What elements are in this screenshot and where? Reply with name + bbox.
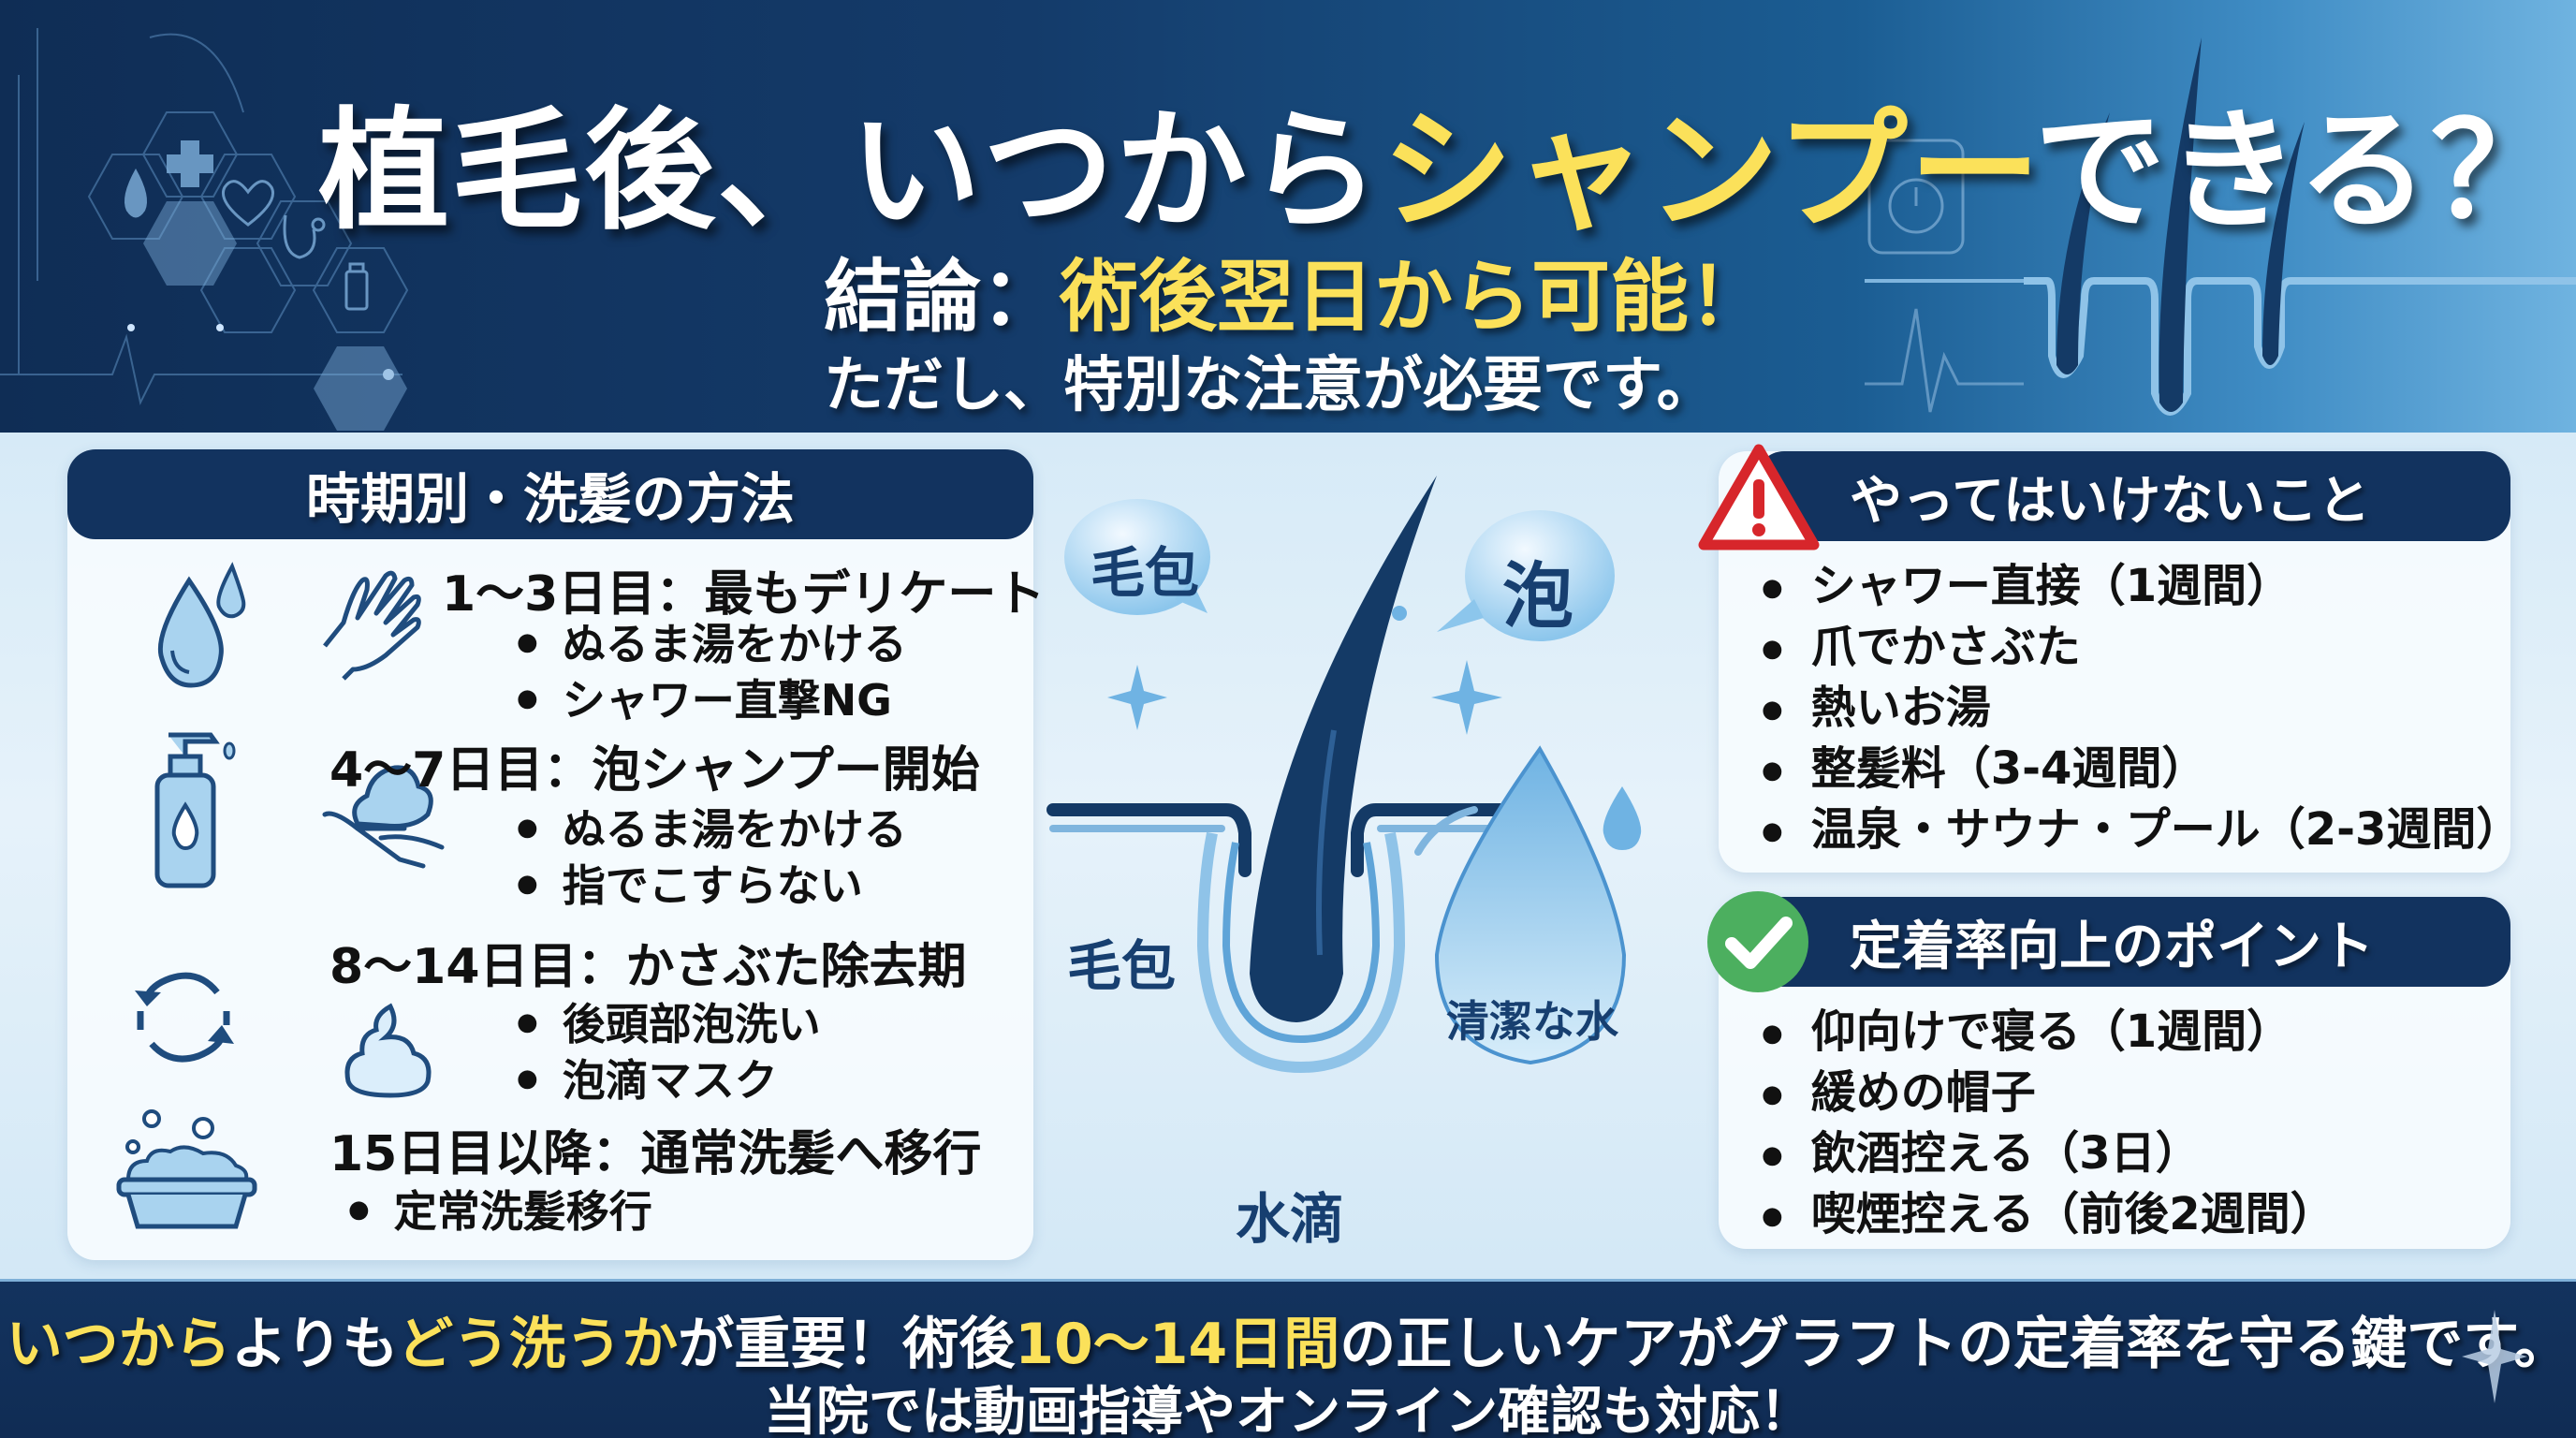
follicle-label: 毛包 [1067,934,1177,998]
list-item: シャワー直接（1週間） [1762,556,2521,617]
sparkle-icon [2462,1310,2527,1403]
foam-in-hand-icon [322,765,445,869]
footer-text: の正しいケアがグラフトの定着率を守る鍵です。 [1339,1312,2570,1377]
water-drop-label: 水滴 [1236,1187,1345,1251]
title-text-end: できる？ [2034,95,2564,248]
bubble-label-follicle: 毛包 [1090,541,1200,605]
stage-3-title: 8〜14日目：かさぶた除去期 [329,939,967,995]
footer-clinic-note: 当院では動画指導やオンライン確認も対応！ [764,1382,1812,1438]
cycle-arrows-icon [135,972,234,1063]
stage-2-bullet: 指でこすらない [517,852,863,914]
stopwatch-icon [1867,139,1965,255]
heart-pulse-icon [222,180,274,227]
hair-follicle-illustration [1046,476,1642,1074]
title-highlight: シャンプー [1382,95,2035,248]
tips-list: 仰向けで寝る（1週間） 緩めの帽子 飲酒控える（3日） 喫煙控える（前後2週間） [1762,1002,2335,1245]
follicle-illustration: 毛包 泡 毛包 清潔な水 水滴 [1034,449,1708,1273]
tips-panel: 定着率向上のポイント 仰向けで寝る（1週間） 緩めの帽子 飲酒控える（3日） 喫… [1707,891,2510,1249]
footer-banner: いつからよりもどう洗うかが重要！術後10〜14日間の正しいケアがグラフトの定着率… [0,1279,2576,1438]
tips-header: 定着率向上のポイント [1756,897,2510,987]
stage-1-bullet: シャワー直撃NG [517,667,892,728]
list-item: 喫煙控える（前後2週間） [1762,1184,2335,1245]
plus-icon [167,140,213,187]
footer-text: よりも [230,1312,398,1377]
sparkle-icon [1107,665,1167,730]
stage-1-bullet: ぬるま湯をかける [517,610,907,672]
water-droplet-icon [1434,745,1642,1065]
medical-hexagon-decor [0,28,409,431]
bubble-label-foam: 泡 [1502,554,1573,638]
washing-schedule-header: 時期別・洗髪の方法 [67,449,1033,539]
list-item: 爪でかさぶた [1762,617,2521,678]
speech-bubble-left [1064,499,1210,615]
conclusion-highlight: 術後翌日から可能！ [1060,251,1768,343]
title-text: 植毛後、いつから [318,95,1383,248]
conclusion-label: 結論： [824,251,1061,343]
list-item: 緩めの帽子 [1762,1063,2335,1123]
speech-bubble-right [1437,510,1615,641]
dont-do-panel: やってはいけないこと シャワー直接（1週間） 爪でかさぶた 熱いお湯 整髪料（3… [1698,444,2521,873]
stage-2-title: 4〜7日目：泡シャンプー開始 [329,742,980,799]
washing-schedule-panel: 時期別・洗髪の方法 1〜3日目：最もデリケート ぬるま湯をかける シャワー直撃N… [67,449,1045,1260]
foam-icon [344,1003,432,1098]
pump-bottle-icon [154,732,236,888]
medicine-bottle-icon [344,262,369,311]
stage-2-bullet: ぬるま湯をかける [517,796,907,858]
list-item: 温泉・サウナ・プール（2-3週間） [1762,800,2522,860]
stethoscope-icon [283,214,326,259]
water-drop-icon [124,169,148,218]
hand-icon [323,570,421,681]
dont-do-header: やってはいけないこと [1756,451,2510,541]
list-item: 整髪料（3-4週間） [1762,739,2521,800]
clean-water-label: 清潔な水 [1446,996,1618,1047]
footer-text: が重要！術後 [678,1312,1016,1377]
stage-3-bullet: 泡滴マスク [517,1047,778,1108]
stage-3-bullet: 後頭部泡洗い [517,990,821,1052]
list-item: 熱いお湯 [1762,678,2521,739]
conclusion-line: 結論：術後翌日から可能！ [824,234,1767,347]
footer-highlight: いつから [6,1312,231,1377]
caution-line: ただし、特別な注意が必要です。 [824,351,1717,420]
footer-message: いつからよりもどう洗うかが重要！術後10〜14日間の正しいケアがグラフトの定着率… [0,1299,2576,1380]
sparkle-icon [1431,660,1502,735]
ecg-line-icon [1865,308,2024,413]
header-banner: 植毛後、いつからシャンプーできる？ 結論：術後翌日から可能！ ただし、特別な注意… [0,0,2576,433]
footer-highlight: どう洗うか [397,1312,679,1377]
warning-triangle-icon [1698,444,1820,550]
page-title: 植毛後、いつからシャンプーできる？ [318,66,2562,255]
footer-highlight: 10〜14日間 [1015,1312,1340,1377]
hair-follicle-icon [1865,37,2576,416]
dont-do-list: シャワー直接（1週間） 爪でかさぶた 熱いお湯 整髪料（3-4週間） 温泉・サウ… [1762,556,2522,860]
list-item: 飲酒控える（3日） [1762,1123,2335,1184]
list-item: 仰向けで寝る（1週間） [1762,1002,2335,1063]
bubble-basin-icon [116,1109,257,1229]
water-drops-icon [157,562,246,688]
stage-4-bullet: 定常洗髪移行 [348,1178,652,1240]
check-circle-icon [1707,891,1808,992]
stage-4-title: 15日目以降：通常洗髪へ移行 [329,1126,982,1182]
